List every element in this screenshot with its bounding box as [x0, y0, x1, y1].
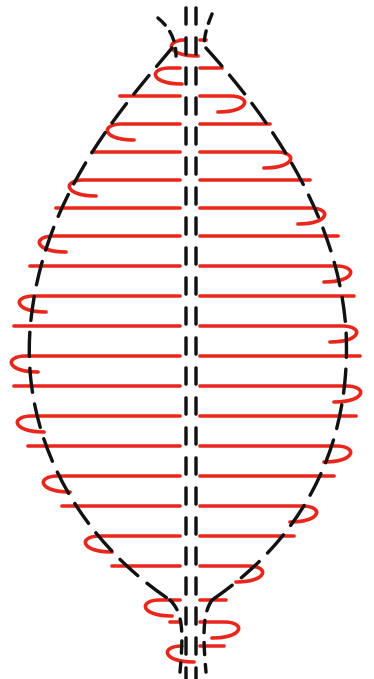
wrap-row-12-left	[11, 356, 180, 372]
wrap-row-10-left	[19, 296, 180, 312]
outer-frame-left	[29, 48, 172, 600]
wrap-row-13-right	[200, 386, 361, 402]
wrap-row-3-right	[200, 96, 245, 112]
wrap-row-7-right	[200, 208, 325, 224]
top-strand-right	[204, 14, 212, 48]
wrap-row-8-left	[39, 236, 180, 252]
wrap-row-6-left	[69, 180, 180, 196]
wrap-row-5-right	[200, 152, 291, 168]
wrap-row-9-right	[200, 266, 351, 282]
wrap-row-14-left	[17, 416, 180, 432]
outer-frame-right	[206, 48, 346, 600]
wrap-row-2-left	[155, 68, 182, 84]
bottom-strand-right	[204, 600, 212, 672]
wrap-row-4-left	[107, 124, 180, 140]
wrap-row-11-right	[200, 326, 357, 342]
frame-strand-layer	[29, 8, 346, 679]
